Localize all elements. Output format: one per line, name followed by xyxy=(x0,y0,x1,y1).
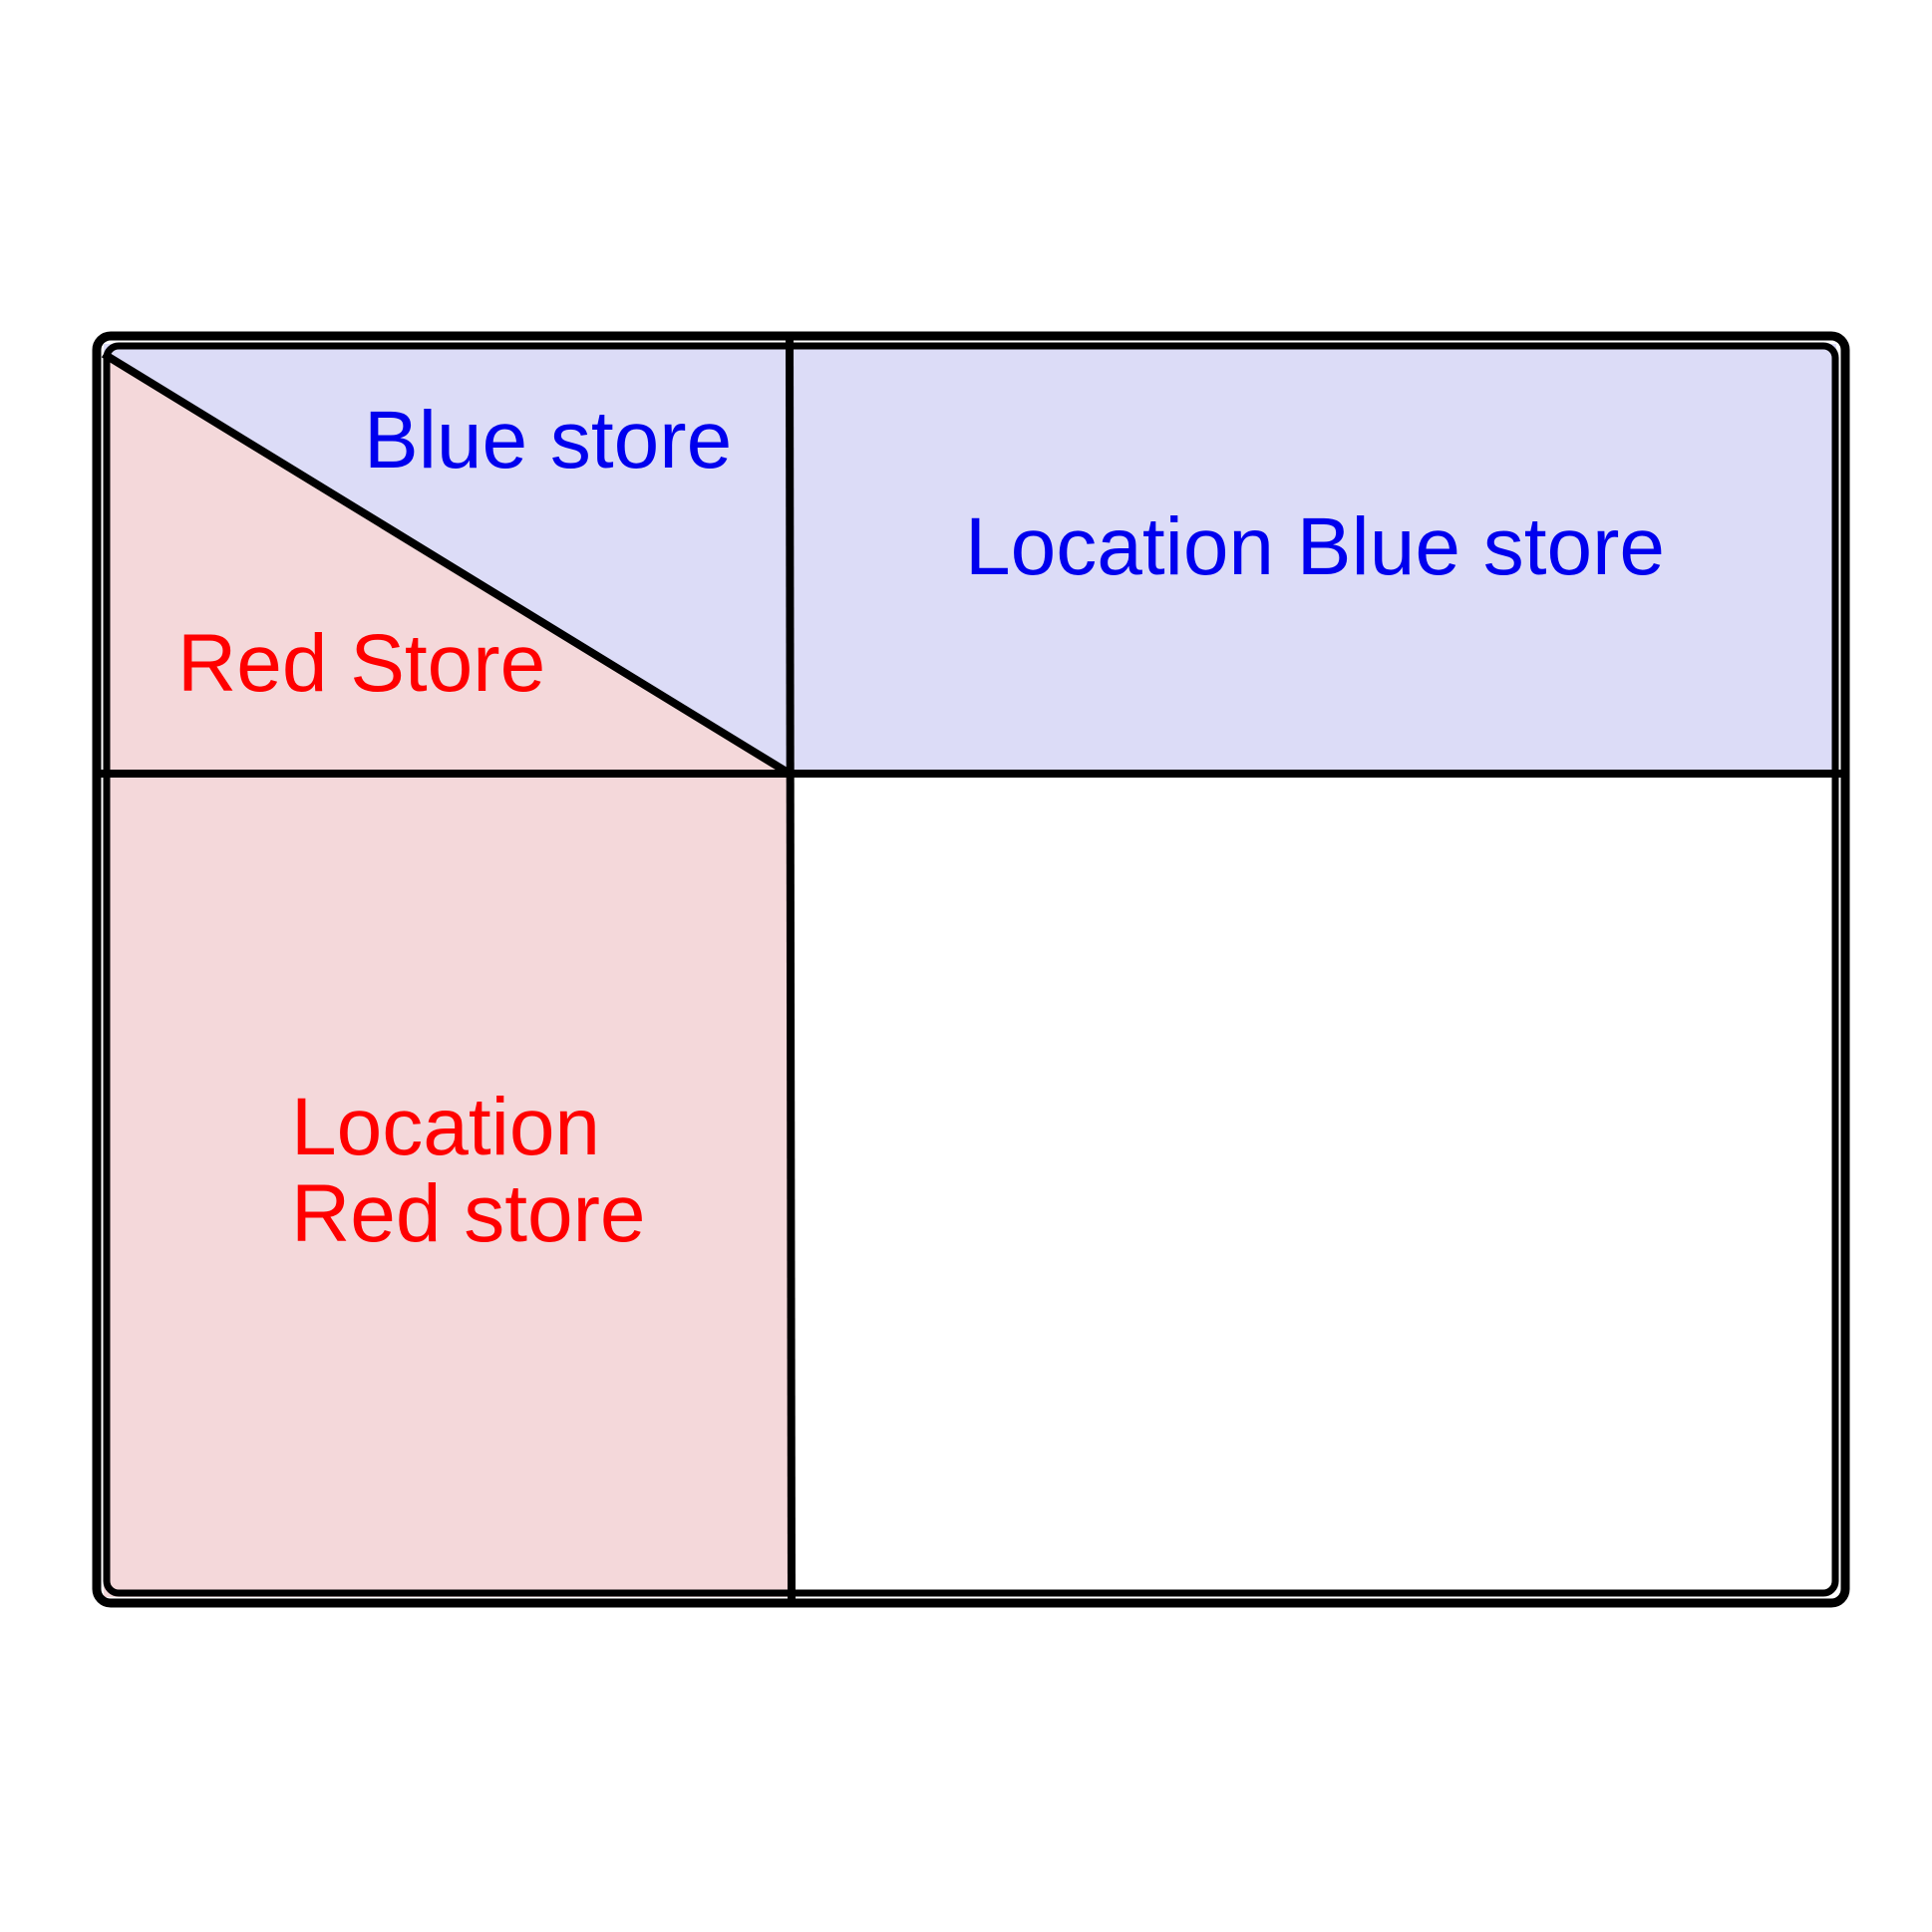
location-red-store-label-line1: Location xyxy=(291,1082,600,1172)
vertical-divider xyxy=(786,335,796,1604)
outer-border xyxy=(92,331,1850,1608)
location-red-store-region xyxy=(104,774,788,1597)
location-blue-store-region xyxy=(788,344,1836,774)
location-blue-store-label: Location Blue store xyxy=(965,501,1665,592)
diagonal-divider xyxy=(101,350,793,778)
location-red-store-label-line2: Red store xyxy=(291,1168,646,1259)
blue-store-label: Blue store xyxy=(364,395,732,485)
red-store-label: Red Store xyxy=(177,618,545,709)
inner-border xyxy=(103,342,1839,1597)
